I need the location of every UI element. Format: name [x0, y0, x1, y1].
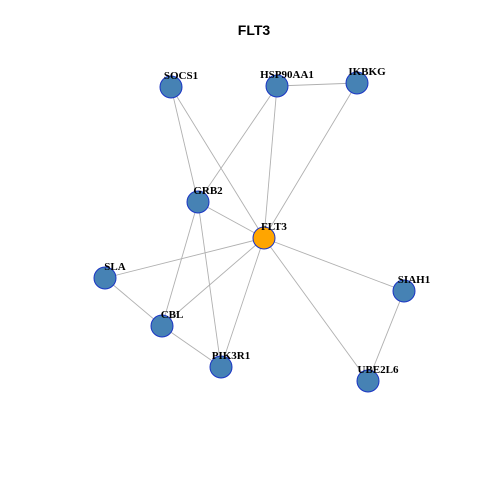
node-circle-socs1 — [159, 75, 183, 99]
edge-flt3-ube2l6 — [263, 237, 369, 382]
node-circle-flt3 — [252, 226, 276, 250]
edge-socs1-grb2 — [170, 86, 199, 203]
node-circle-ube2l6 — [356, 369, 380, 393]
node-circle-sla — [93, 266, 117, 290]
node-circle-cbl — [150, 314, 174, 338]
node-label-flt3: FLT3 — [261, 221, 287, 233]
node-label-cbl: CBL — [161, 309, 184, 321]
node-grb2: GRB2 — [186, 185, 223, 214]
node-flt3: FLT3 — [252, 221, 287, 250]
node-circle-ikbkg — [345, 71, 369, 95]
edge-hsp90aa1-ikbkg — [276, 82, 358, 87]
node-sla: SLA — [93, 261, 126, 290]
node-ikbkg: IKBKG — [345, 66, 386, 95]
edges-layer — [104, 82, 405, 382]
node-label-pik3r1: PIK3R1 — [212, 350, 251, 362]
node-siah1: SIAH1 — [392, 274, 430, 303]
edge-ikbkg-flt3 — [263, 82, 358, 239]
node-pik3r1: PIK3R1 — [209, 350, 251, 379]
node-label-ube2l6: UBE2L6 — [358, 364, 399, 376]
edge-grb2-cbl — [161, 201, 199, 327]
node-circle-pik3r1 — [209, 355, 233, 379]
edge-grb2-flt3 — [197, 201, 265, 239]
node-circle-hsp90aa1 — [265, 74, 289, 98]
edge-sla-flt3 — [104, 237, 265, 279]
edge-sla-cbl — [104, 277, 163, 327]
node-label-socs1: SOCS1 — [164, 70, 198, 82]
node-label-grb2: GRB2 — [193, 185, 223, 197]
edge-socs1-flt3 — [170, 86, 265, 239]
edge-cbl-pik3r1 — [161, 325, 222, 368]
node-ube2l6: UBE2L6 — [356, 364, 399, 393]
node-hsp90aa1: HSP90AA1 — [260, 69, 314, 98]
edge-flt3-siah1 — [263, 237, 405, 292]
edge-hsp90aa1-flt3 — [263, 85, 278, 239]
node-cbl: CBL — [150, 309, 184, 338]
node-label-siah1: SIAH1 — [398, 274, 430, 286]
node-label-hsp90aa1: HSP90AA1 — [260, 69, 314, 81]
diagram-title: FLT3 — [238, 22, 271, 38]
node-circle-grb2 — [186, 190, 210, 214]
node-label-ikbkg: IKBKG — [348, 66, 386, 78]
edge-pik3r1-flt3 — [220, 237, 265, 368]
edge-siah1-ube2l6 — [367, 290, 405, 382]
edge-hsp90aa1-grb2 — [197, 85, 278, 203]
node-circle-siah1 — [392, 279, 416, 303]
node-label-sla: SLA — [104, 261, 125, 273]
node-socs1: SOCS1 — [159, 70, 198, 99]
edge-cbl-flt3 — [161, 237, 265, 327]
